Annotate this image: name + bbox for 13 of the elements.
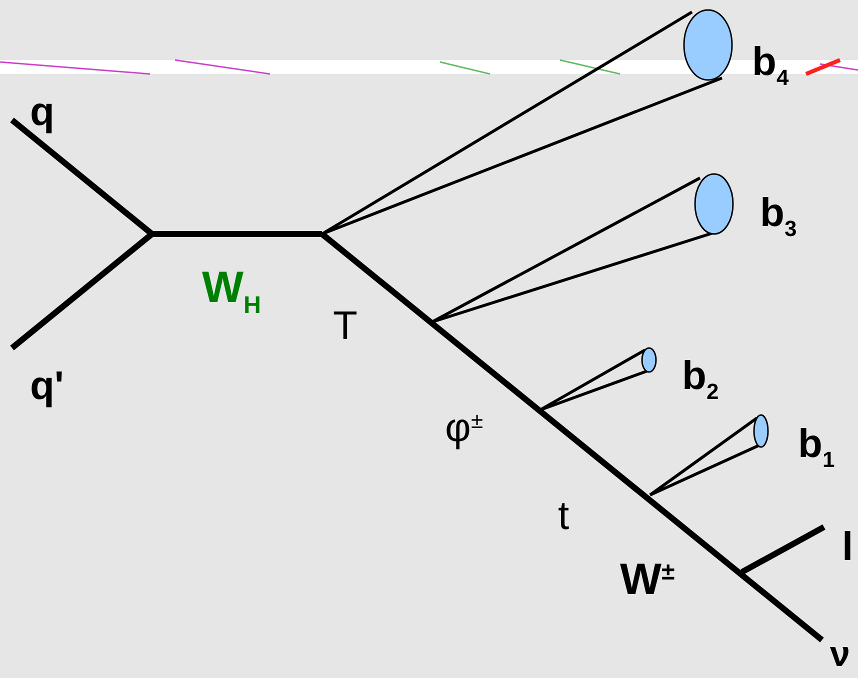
particle-label: b$_{3}$: [760, 193, 797, 240]
particle-label: q: [30, 92, 54, 132]
particle-label: b$_{1}$: [798, 424, 835, 471]
particle-label: W$_{H}$: [202, 266, 261, 318]
particle-label: T: [333, 306, 358, 346]
particle-label: b$_{2}$: [682, 356, 719, 403]
particle-label: t: [558, 496, 570, 536]
particle-label: q': [30, 366, 64, 406]
particle-label: ν: [830, 636, 850, 672]
particle-label: φ$^{±}$: [445, 408, 484, 448]
particle-label: l: [842, 527, 854, 567]
particle-label: W$^{±}$: [620, 558, 675, 602]
particle-label: b$_{4}$: [752, 42, 789, 89]
